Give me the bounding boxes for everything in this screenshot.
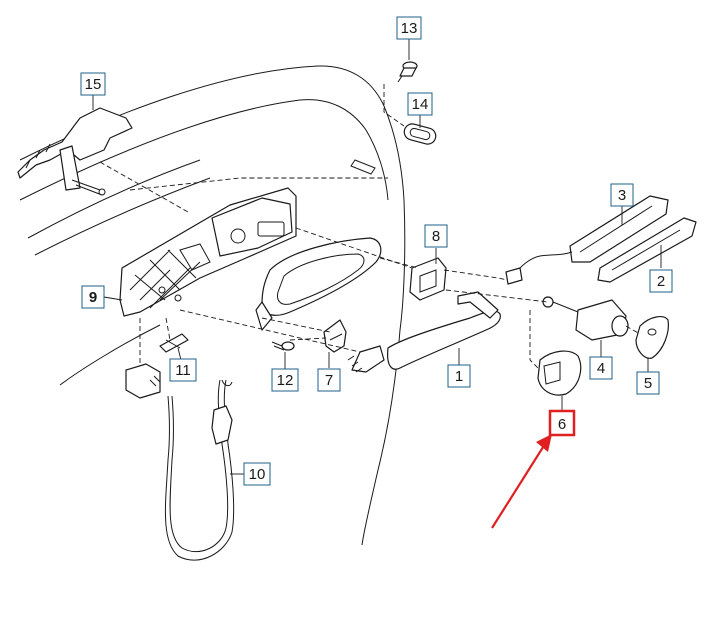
callout-text-1: 1 [455, 368, 463, 385]
part-3-sensor [569, 195, 669, 263]
sensor-wiring [505, 251, 573, 285]
callout-label-9: 9 [81, 285, 105, 309]
part-13-bolt [397, 61, 418, 83]
callout-label-13: 13 [396, 16, 422, 40]
callout-label-3: 3 [610, 183, 634, 207]
callout-text-9: 9 [89, 289, 97, 306]
callout-text-14: 14 [412, 96, 429, 113]
part-12-screw [271, 341, 295, 351]
callout-text-12: 12 [277, 372, 294, 389]
part-6-end-cap [537, 350, 582, 396]
part-15-bracket [17, 107, 133, 196]
part-11-clip [159, 333, 189, 353]
callout-label-11: 11 [169, 358, 197, 382]
callout-text-4: 4 [597, 360, 605, 377]
part-8-gasket [409, 257, 447, 301]
red-pointer-arrow [491, 434, 552, 529]
callout-label-4: 4 [589, 356, 613, 380]
callout-label-2: 2 [649, 269, 673, 293]
callout-label-12: 12 [271, 368, 299, 392]
handle-bezel [255, 237, 382, 331]
callout-label-15: 15 [80, 72, 106, 96]
callout-text-2: 2 [657, 273, 665, 290]
part-10-cable [125, 363, 235, 561]
part-2-sensor [597, 217, 697, 283]
callout-text-13: 13 [401, 20, 418, 37]
callout-text-6: 6 [558, 416, 566, 433]
part-1-handle [347, 291, 501, 373]
callout-label-1: 1 [447, 364, 471, 388]
callout-label-10: 10 [243, 462, 271, 486]
part-7-clip [323, 319, 347, 353]
callout-label-7: 7 [317, 368, 341, 392]
callout-text-10: 10 [249, 466, 266, 483]
callout-text-5: 5 [644, 375, 652, 392]
part-9-carrier [119, 187, 297, 317]
callout-label-14: 14 [407, 92, 433, 116]
part-5-cap [635, 316, 669, 359]
callout-text-8: 8 [432, 228, 440, 245]
callout-text-3: 3 [618, 187, 626, 204]
callout-text-11: 11 [175, 362, 191, 379]
callout-label-8: 8 [424, 224, 448, 248]
callout-label-5: 5 [636, 371, 660, 395]
door-panel [19, 65, 406, 546]
part-14-grommet [403, 123, 437, 145]
callout-text-15: 15 [85, 76, 102, 93]
part-4-lock-cylinder [542, 296, 629, 341]
callout-label-6: 6 [548, 409, 576, 437]
leader-lines [92, 38, 662, 475]
callout-text-7: 7 [325, 372, 333, 389]
assembly-lines [99, 84, 641, 371]
